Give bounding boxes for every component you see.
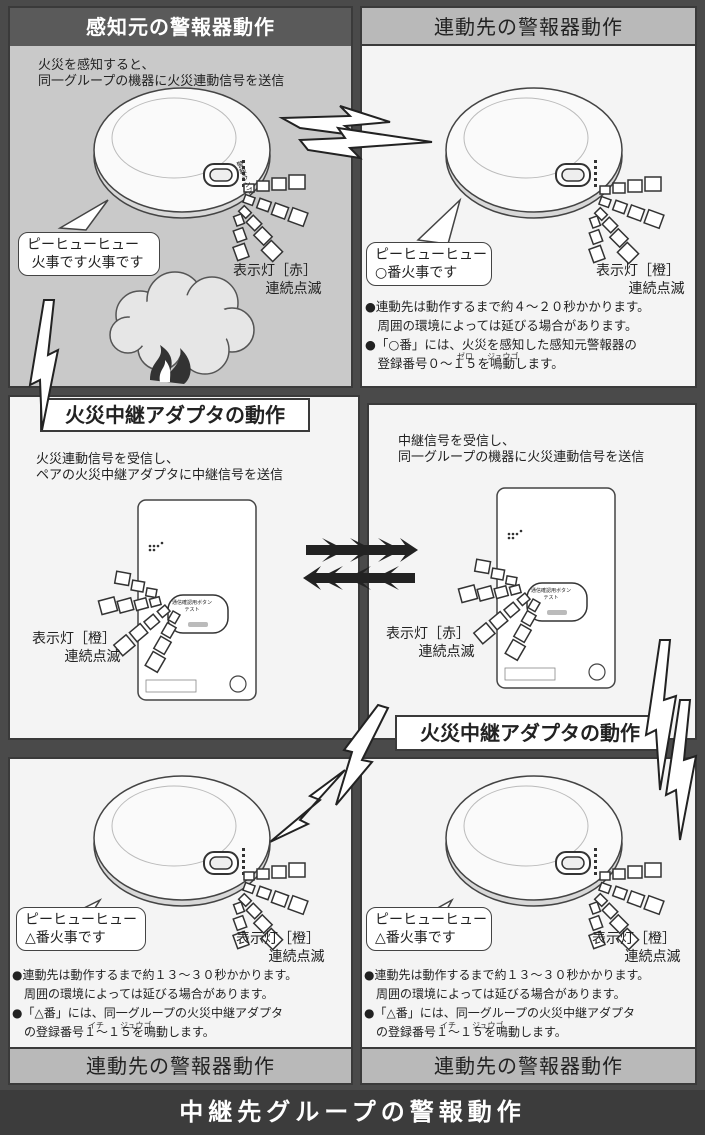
title-adapter-right: 火災中継アダプタの動作 — [395, 715, 665, 751]
title-source-alarm: 感知元の警報器動作 — [10, 8, 351, 46]
note-line: ●「△番」には、同一グループの火災中継アダプタ — [12, 1006, 283, 1020]
note-line: の登録番号１～１５を鳴動します。 — [364, 1025, 567, 1039]
title-linked-alarm-top: 連動先の警報器動作 — [362, 8, 695, 46]
ruby-juugo: ジュウゴ — [120, 1021, 152, 1030]
ruby-ichi: イチ — [440, 1021, 456, 1030]
adapter-right-lamp-label: 表示灯［赤］ 連続点滅 — [386, 626, 475, 660]
note-line: の登録番号１～１５を鳴動します。 — [12, 1025, 215, 1039]
source-alarm-lamp-label: 表示灯［赤］ 連続点滅 — [233, 263, 322, 297]
linked-alarm-notes-top: ●連動先は動作するまで約４～２０秒かかります。 周囲の環境によっては延びる場合が… — [365, 297, 650, 373]
note-line: 周囲の環境によっては延びる場合があります。 — [12, 987, 274, 1001]
linked-alarm-lamp-label-top: 表示灯［橙］ 連続点滅 — [596, 263, 685, 297]
linked-alarm-notes-bottom-left: ●連動先は動作するまで約１３～３０秒かかります。 周囲の環境によっては延びる場合… — [12, 966, 297, 1042]
ruby-juugo: ジュウゴ — [472, 1021, 504, 1030]
adapter-left-button-label: 通信確認用ボタン テスト — [172, 600, 213, 613]
adapter-left-description: 火災連動信号を受信し、 ペアの火災中継アダプタに中継信号を送信 — [36, 452, 284, 483]
note-line: 登録番号０～１５を鳴動します。 — [365, 356, 564, 371]
linked-alarm-lamp-label-bottom-right: 表示灯［橙］ 連続点滅 — [592, 931, 681, 965]
linked-alarm-lamp-label-bottom-left: 表示灯［橙］ 連続点滅 — [236, 931, 325, 965]
note-line: ●連動先は動作するまで約１３～３０秒かかります。 — [364, 968, 650, 982]
title-adapter-left: 火災中継アダプタの動作 — [40, 398, 310, 432]
note-line: 周囲の環境によっては延びる場合があります。 — [364, 987, 626, 1001]
note-line: ●連動先は動作するまで約１３～３０秒かかります。 — [12, 968, 298, 982]
title-linked-alarm-bottom-left: 連動先の警報器動作 — [10, 1047, 351, 1083]
source-alarm-voice-bubble: ピーヒューヒュー 火事です火事です — [18, 232, 160, 276]
linked-alarm-notes-bottom-right: ●連動先は動作するまで約１３～３０秒かかります。 周囲の環境によっては延びる場合… — [364, 966, 649, 1042]
note-line: ●連動先は動作するまで約４～２０秒かかります。 — [365, 299, 650, 314]
linked-alarm-voice-bubble-bottom-left: ピーヒューヒュー △番火事です — [16, 907, 146, 951]
ruby-juugo: ジュウゴ — [487, 352, 519, 361]
note-line: 周囲の環境によっては延びる場合があります。 — [365, 318, 638, 333]
adapter-right-description: 中継信号を受信し、 同一グループの機器に火災連動信号を送信 — [398, 434, 645, 465]
title-linked-alarm-bottom-right: 連動先の警報器動作 — [362, 1047, 695, 1083]
adapter-right-button-label: 通信確認用ボタン テスト — [531, 588, 572, 601]
ruby-zero: ゼロ — [457, 352, 473, 361]
source-alarm-description: 火災を感知すると、 同一グループの機器に火災連動信号を送信 — [38, 58, 285, 89]
ruby-ichi: イチ — [88, 1021, 104, 1030]
linked-alarm-voice-bubble-bottom-right: ピーヒューヒュー △番火事です — [366, 907, 492, 951]
footer-title: 中継先グループの警報動作 — [0, 1090, 705, 1135]
note-line: ●「△番」には、同一グループの火災中継アダプタ — [364, 1006, 635, 1020]
linked-alarm-voice-bubble-top: ピーヒューヒュー ○番火事です — [366, 242, 492, 286]
note-line: ●「○番」には、火災を感知した感知元警報器の — [365, 337, 637, 352]
adapter-left-lamp-label: 表示灯［橙］ 連続点滅 — [32, 631, 121, 665]
